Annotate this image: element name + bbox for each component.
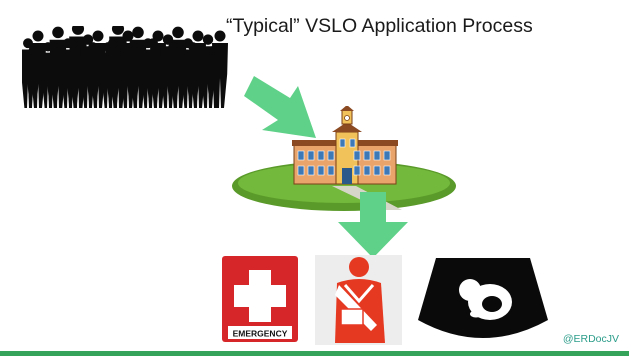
slide-title: “Typical” VSLO Application Process (226, 15, 533, 37)
emergency-sign-icon: EMERGENCY (222, 256, 298, 342)
bottom-accent-bar (0, 351, 629, 356)
school-building-icon (232, 106, 456, 211)
crowd-silhouette-icon (22, 26, 228, 108)
arrow-to-specialties-icon (338, 192, 408, 258)
emergency-label: EMERGENCY (233, 329, 288, 339)
author-credit: @ERDocJV (562, 333, 619, 345)
injured-person-icon (315, 255, 402, 345)
arrow-to-school-icon (244, 76, 316, 138)
ultrasound-fetus-icon (418, 258, 548, 338)
